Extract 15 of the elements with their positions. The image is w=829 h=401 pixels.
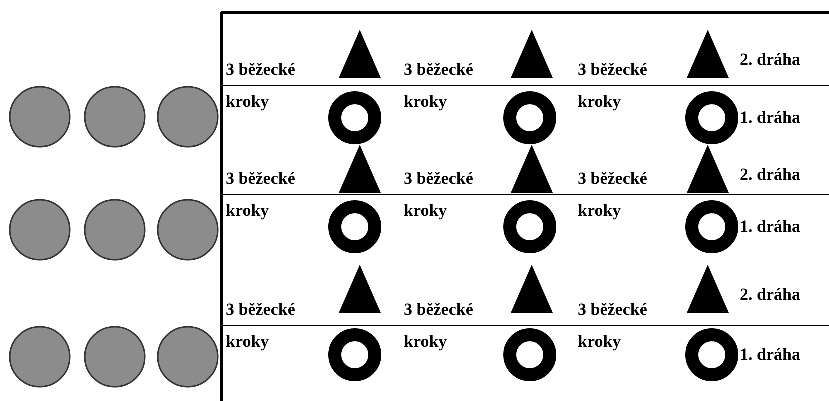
lane-label: 2. dráha xyxy=(740,50,800,70)
step-note: 3 běžecké kroky xyxy=(226,299,296,353)
lane-label: 1. dráha xyxy=(740,108,800,128)
lane-label: 1. dráha xyxy=(740,345,800,365)
step-note: 3 běžecké kroky xyxy=(226,59,296,113)
lane-label: 2. dráha xyxy=(740,165,800,185)
step-note: 3 běžecké kroky xyxy=(578,168,648,222)
step-note: 3 běžecké kroky xyxy=(404,299,474,353)
step-note: 3 běžecké kroky xyxy=(578,299,648,353)
lane-label: 1. dráha xyxy=(740,217,800,237)
step-note: 3 běžecké kroky xyxy=(578,59,648,113)
step-note: 3 běžecké kroky xyxy=(404,59,474,113)
lane-label: 2. dráha xyxy=(740,285,800,305)
step-note: 3 běžecké kroky xyxy=(404,168,474,222)
step-note: 3 běžecké kroky xyxy=(226,168,296,222)
